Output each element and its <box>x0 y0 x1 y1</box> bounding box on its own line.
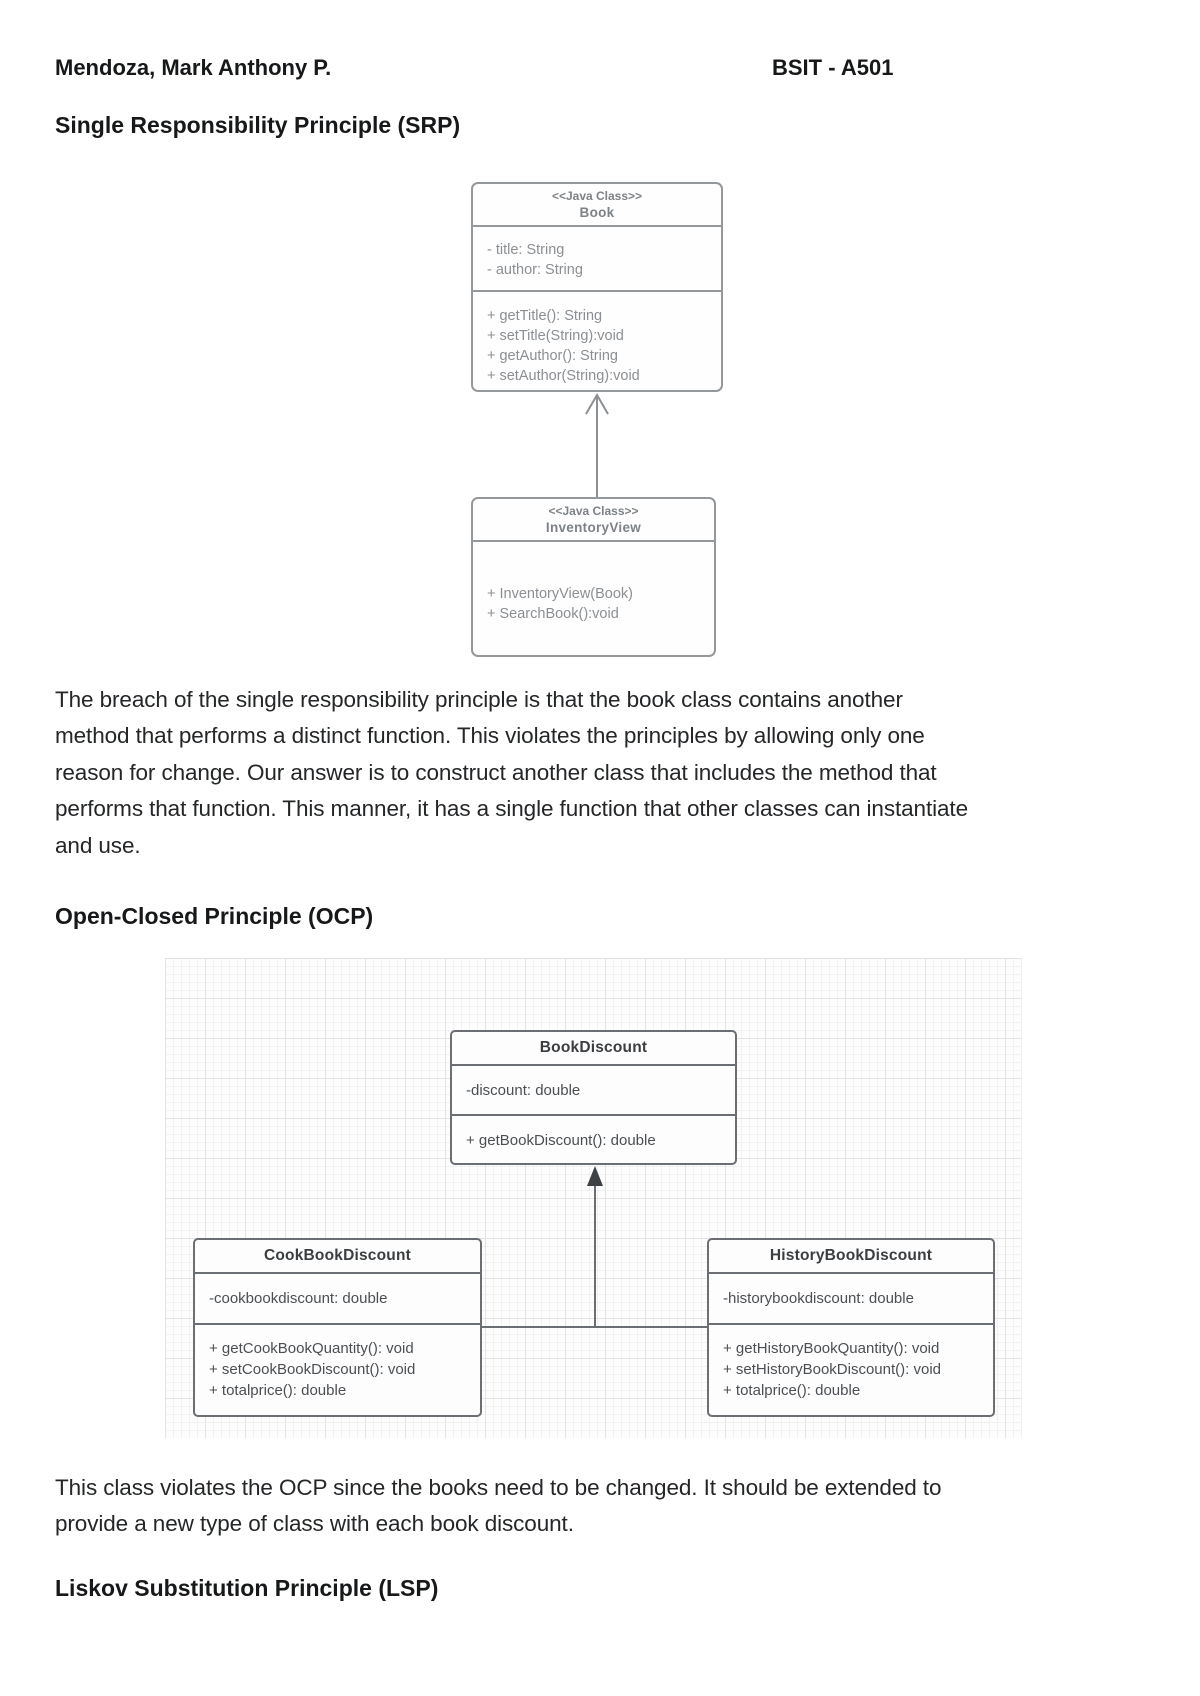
cookbookdiscount-class-name: CookBookDiscount <box>263 1247 411 1264</box>
uml-method: + getCookBookQuantity(): void <box>209 1340 414 1357</box>
course-section: BSIT - A501 <box>772 55 894 80</box>
uml-method: + setHistoryBookDiscount(): void <box>723 1361 941 1378</box>
uml-method: + getHistoryBookQuantity(): void <box>723 1340 940 1357</box>
ocp-heading: Open-Closed Principle (OCP) <box>55 903 374 929</box>
uml-class-inventoryview: <<Java Class>> InventoryView + Inventory… <box>471 497 716 657</box>
bookdiscount-class-name: BookDiscount <box>539 1039 648 1056</box>
uml-method: + InventoryView(Book) <box>487 586 634 602</box>
uml-method: + setAuthor(String):void <box>487 368 640 384</box>
uml-field: -discount: double <box>466 1082 581 1099</box>
uml-class-inventoryview-methods: + InventoryView(Book) + SearchBook():voi… <box>473 540 714 655</box>
uml-class-book-fields: - title: String - author: String <box>473 225 721 290</box>
uml-class-cookbookdiscount-methods: + getCookBookQuantity(): void + setCookB… <box>195 1323 480 1415</box>
uml-method: + SearchBook():void <box>487 606 619 622</box>
uml-method: + totalprice(): double <box>209 1382 347 1399</box>
paragraph-line: This class violates the OCP since the bo… <box>55 1475 942 1500</box>
srp-association-arrow-icon <box>585 393 609 497</box>
uml-field: -historybookdiscount: double <box>723 1290 914 1307</box>
uml-field: - title: String <box>487 242 565 258</box>
uml-class-book-header: <<Java Class>> Book <box>473 184 721 225</box>
uml-class-bookdiscount-methods: + getBookDiscount(): double <box>452 1114 735 1163</box>
uml-class-bookdiscount: BookDiscount -discount: double + getBook… <box>450 1030 737 1165</box>
uml-field: - author: String <box>487 262 583 278</box>
uml-class-book: <<Java Class>> Book - title: String - au… <box>471 182 723 392</box>
srp-heading: Single Responsibility Principle (SRP) <box>55 112 461 138</box>
paragraph-line: reason for change. Our answer is to cons… <box>55 759 937 785</box>
uml-method: + setCookBookDiscount(): void <box>209 1361 416 1378</box>
uml-field: -cookbookdiscount: double <box>209 1290 388 1307</box>
historybookdiscount-class-name: HistoryBookDiscount <box>769 1247 933 1264</box>
paragraph-line: and use. <box>55 832 141 858</box>
uml-class-historybookdiscount-fields: -historybookdiscount: double <box>709 1272 993 1323</box>
uml-class-cookbookdiscount-fields: -cookbookdiscount: double <box>195 1272 480 1323</box>
uml-method: + getTitle(): String <box>487 308 603 324</box>
paragraph-line: performs that function. This manner, it … <box>55 796 968 822</box>
book-class-name: Book <box>579 204 615 220</box>
uml-class-cookbookdiscount: CookBookDiscount -cookbookdiscount: doub… <box>193 1238 482 1417</box>
srp-paragraph: The breach of the single responsibility … <box>55 682 968 864</box>
uml-class-historybookdiscount-methods: + getHistoryBookQuantity(): void + setHi… <box>709 1323 993 1415</box>
uml-class-inventoryview-header: <<Java Class>> InventoryView <box>473 499 714 540</box>
uml-method: + getAuthor(): String <box>487 348 618 364</box>
uml-class-bookdiscount-fields: -discount: double <box>452 1064 735 1114</box>
paragraph-line: provide a new type of class with each bo… <box>55 1511 574 1537</box>
uml-class-historybookdiscount: HistoryBookDiscount -historybookdiscount… <box>707 1238 995 1417</box>
uml-method: + totalprice(): double <box>723 1382 861 1399</box>
paragraph-line: method that performs a distinct function… <box>55 723 925 749</box>
ocp-paragraph: This class violates the OCP since the bo… <box>55 1470 941 1543</box>
uml-method: + setTitle(String):void <box>487 328 624 344</box>
student-name: Mendoza, Mark Anthony P. <box>55 55 332 80</box>
lsp-heading: Liskov Substitution Principle (LSP) <box>55 1575 439 1601</box>
inventoryview-stereotype: <<Java Class>> <box>548 503 639 518</box>
ocp-generalization-arrow-icon <box>482 1166 708 1328</box>
inventoryview-class-name: InventoryView <box>545 519 642 535</box>
uml-method: + getBookDiscount(): double <box>466 1132 656 1149</box>
uml-class-book-methods: + getTitle(): String + setTitle(String):… <box>473 290 721 390</box>
book-stereotype: <<Java Class>> <box>551 188 643 203</box>
paragraph-line: The breach of the single responsibility … <box>55 687 903 712</box>
